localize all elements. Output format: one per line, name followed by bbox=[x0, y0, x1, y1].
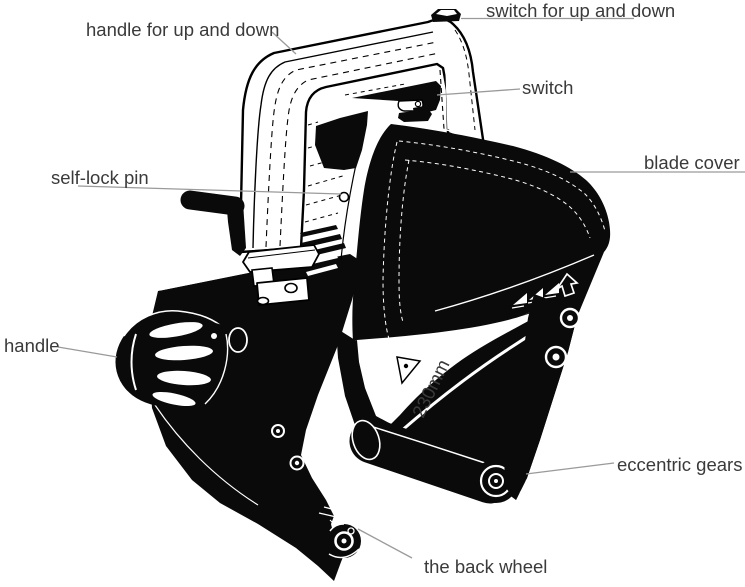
svg-text:switch for up and down: switch for up and down bbox=[486, 0, 675, 21]
svg-text:handle for up and down: handle for up and down bbox=[86, 19, 279, 40]
svg-text:self-lock pin: self-lock pin bbox=[51, 167, 149, 188]
svg-text:handle: handle bbox=[4, 335, 60, 356]
svg-text:the back wheel: the back wheel bbox=[424, 556, 547, 577]
svg-text:eccentric gears: eccentric gears bbox=[617, 454, 742, 475]
svg-text:blade cover: blade cover bbox=[644, 152, 740, 173]
svg-text:switch: switch bbox=[522, 77, 573, 98]
